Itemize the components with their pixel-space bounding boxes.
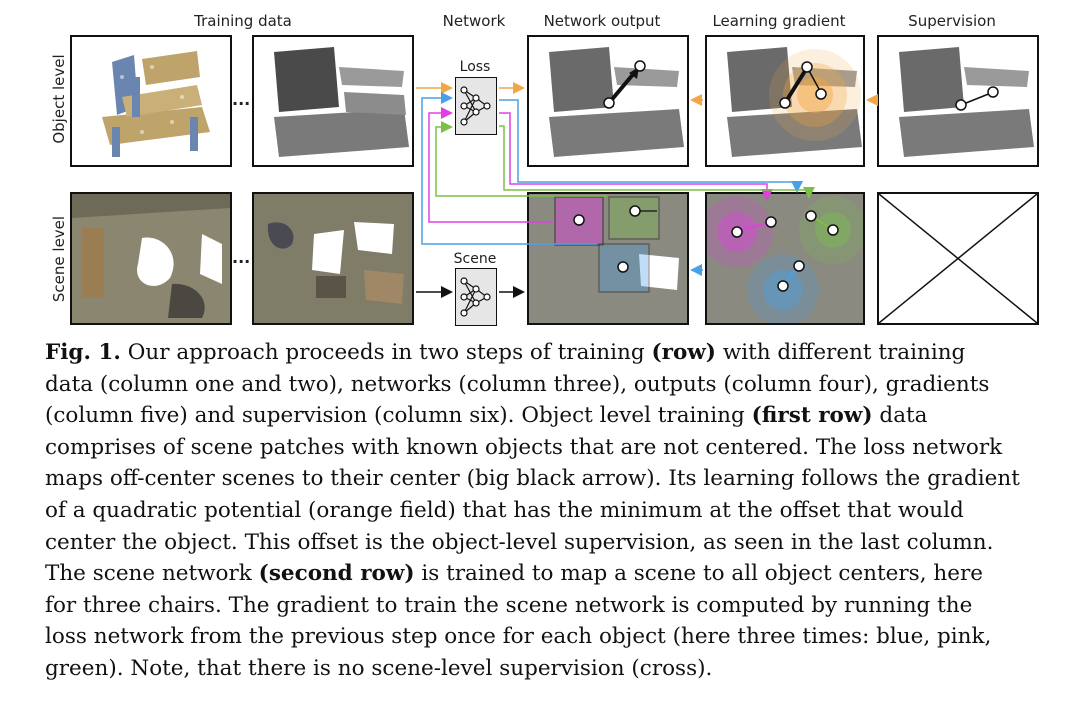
panel-object-training-chair — [70, 35, 232, 167]
caption-bold-phrase: (first row) — [751, 403, 873, 429]
gray-pointcloud-illustration — [274, 47, 409, 157]
column-header-network-output: Network output — [543, 12, 661, 30]
panel-object-learning-gradient — [705, 35, 865, 167]
panel-scene-training-1 — [70, 192, 232, 325]
caption-line: Fig. 1. Our approach proceeds in two ste… — [45, 337, 1045, 369]
figure: Training data Network Network output Lea… — [0, 0, 1080, 330]
caption-line: green). Note, that there is no scene-lev… — [45, 653, 1045, 685]
caption-text: data — [872, 403, 928, 429]
caption-line: loss network from the previous step once… — [45, 621, 1045, 653]
chair-pointcloud-illustration — [102, 51, 210, 157]
caption-text: comprises of scene patches with known ob… — [45, 434, 1003, 460]
ellipsis-object-row: ... — [232, 90, 251, 109]
network-output-illustration — [549, 47, 684, 157]
caption-line: (column five) and supervision (column si… — [45, 400, 1045, 432]
scene-output-illustration — [529, 194, 687, 323]
scene-network-box — [455, 268, 497, 326]
panel-scene-training-2 — [252, 192, 414, 325]
arrow-blue-patch-to-loss — [421, 92, 597, 245]
arrow-blue-loss-to-gradient — [499, 99, 803, 193]
caption-line: maps off-center scenes to their center (… — [45, 463, 1045, 495]
arrow-pink-patch-to-loss — [428, 107, 553, 223]
column-header-training-data: Training data — [194, 12, 292, 30]
column-header-learning-gradient: Learning gradient — [712, 12, 846, 30]
learning-gradient-illustration — [727, 47, 862, 157]
caption-line: for three chairs. The gradient to train … — [45, 590, 1045, 622]
panel-object-network-output — [527, 35, 689, 167]
scene-gradient-illustration — [707, 194, 863, 323]
caption-bold-phrase: (row) — [651, 340, 716, 365]
loss-network-icon — [460, 86, 491, 126]
arrow-green-patch-to-loss — [435, 121, 607, 197]
column-header-supervision: Supervision — [908, 12, 996, 30]
caption-text: of a quadratic potential (orange field) … — [45, 497, 964, 523]
caption-text: maps off-center scenes to their center (… — [45, 466, 1020, 492]
caption-text: loss network from the previous step once… — [45, 624, 992, 650]
scene-pointcloud-illustration-1 — [72, 194, 230, 323]
caption-text: (column five) and supervision (column si… — [45, 403, 752, 429]
caption-line: comprises of scene patches with known ob… — [45, 432, 1045, 464]
flow-arrows — [416, 82, 878, 298]
caption-text: green). Note, that there is no scene-lev… — [45, 655, 713, 681]
caption-line: center the object. This offset is the ob… — [45, 527, 1045, 559]
caption-line: of a quadratic potential (orange field) … — [45, 495, 1045, 527]
caption-text: The scene network — [45, 561, 259, 587]
loss-network-box — [455, 77, 497, 135]
caption-text: data (column one and two), networks (col… — [45, 371, 990, 397]
caption-line: The scene network (second row) is traine… — [45, 558, 1045, 590]
caption-text: is trained to map a scene to all object … — [414, 561, 983, 587]
panel-object-supervision — [877, 35, 1039, 167]
panel-object-training-patch — [252, 35, 414, 167]
caption-text: for three chairs. The gradient to train … — [45, 592, 973, 618]
scene-network-label: Scene — [453, 251, 497, 267]
arrow-green-loss-to-gradient — [499, 125, 815, 199]
scene-network-icon — [460, 277, 491, 317]
figure-caption: Fig. 1. Our approach proceeds in two ste… — [45, 337, 1045, 685]
panel-scene-supervision-cross — [877, 192, 1039, 325]
caption-bold-phrase: (second row) — [258, 561, 415, 587]
column-header-network: Network — [442, 12, 506, 30]
caption-text: center the object. This offset is the ob… — [45, 529, 994, 555]
scene-pointcloud-illustration-2 — [254, 194, 412, 323]
caption-text: Our approach proceeds in two steps of tr… — [127, 340, 652, 365]
caption-text: with different training — [715, 340, 966, 365]
caption-line: data (column one and two), networks (col… — [45, 369, 1045, 401]
panel-scene-network-output — [527, 192, 689, 325]
supervision-illustration — [899, 47, 1034, 157]
loss-network-label: Loss — [459, 59, 491, 75]
caption-label: Fig. 1. — [45, 340, 121, 365]
arrow-pink-loss-to-gradient — [499, 112, 773, 201]
panel-scene-learning-gradient — [705, 192, 865, 325]
cross-icon — [879, 194, 1037, 323]
ellipsis-scene-row: ... — [232, 248, 251, 267]
